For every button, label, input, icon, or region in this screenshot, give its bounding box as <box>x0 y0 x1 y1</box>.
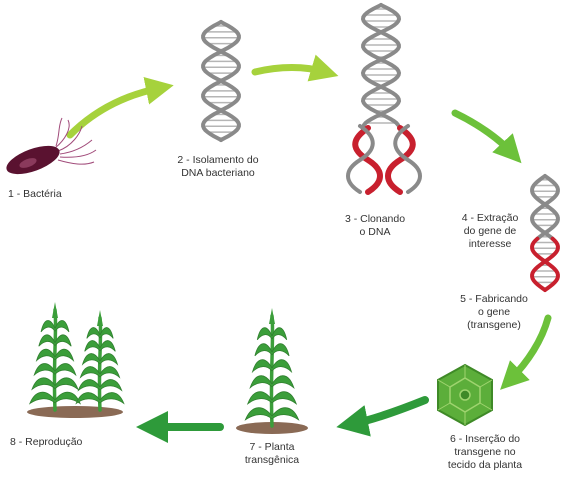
dna-strand <box>360 3 402 127</box>
plant-tip <box>97 310 103 326</box>
plant-leaf <box>77 379 101 392</box>
dna-helix-isolated <box>201 20 241 142</box>
step-2-label: 2 - Isolamento do DNA bacteriano <box>177 154 259 179</box>
plant-leaf <box>79 366 101 379</box>
dna-strand <box>201 20 241 142</box>
plant-leaf <box>271 407 300 421</box>
plant-leaf <box>54 348 75 362</box>
soil-transgenic <box>236 422 308 434</box>
plant-icon <box>244 308 300 428</box>
plant-leaf <box>54 320 70 333</box>
plant-leaf <box>249 375 273 390</box>
dna-strand <box>530 174 560 241</box>
dna-helix-gene-extraction <box>530 174 560 292</box>
gene-segment <box>530 236 560 292</box>
arrow-5-to-6 <box>500 314 552 390</box>
plant-icon <box>28 302 82 412</box>
plant-icon <box>75 310 125 412</box>
plant-leaf <box>35 348 56 362</box>
plant-leaf <box>99 327 114 339</box>
plant-leaf <box>99 340 116 352</box>
plant-leaf <box>28 391 56 405</box>
plant-leaf <box>54 377 79 391</box>
plant-leaf <box>54 391 82 405</box>
dna-strand <box>530 174 560 241</box>
step-5-label: 5 - Fabricando o gene (transgene) <box>460 293 528 331</box>
dna-strand <box>360 3 402 127</box>
bacterium-icon <box>6 117 97 175</box>
plant-leaf <box>251 359 273 374</box>
step-8-label: 8 - Reprodução <box>10 436 83 448</box>
arrow-1-to-2 <box>66 77 174 139</box>
plant-leaf <box>271 375 295 390</box>
plant-leaf <box>81 353 101 366</box>
plant-leaf <box>246 391 273 405</box>
plant-leaf <box>86 327 101 339</box>
plant-leaf <box>84 340 101 352</box>
plant-leaf <box>54 334 72 347</box>
plant-leaf <box>99 379 123 392</box>
plant-leaf <box>99 353 119 366</box>
plant-leaf <box>75 392 101 405</box>
arrows <box>66 54 552 443</box>
plant-leaf <box>31 377 56 391</box>
step-6-label: 6 - Inserção do transgene no tecido da p… <box>447 433 523 471</box>
dna-helix-cloning <box>360 3 402 127</box>
plant-tip <box>269 308 275 324</box>
plant-leaf <box>38 334 56 347</box>
plant-leaf <box>244 407 273 421</box>
arrow-3-to-4 <box>451 109 522 164</box>
step-7-label: 7 - Planta transgênica <box>244 441 300 466</box>
step-3-label: 3 - Clonando o DNA <box>344 213 406 238</box>
step-1-label: 1 - Bactéria <box>8 188 62 200</box>
arrow-6-to-7 <box>336 396 429 437</box>
arrow-2-to-3 <box>251 54 339 82</box>
gene-segment <box>530 236 560 292</box>
plant-leaf <box>99 366 121 379</box>
step-4-label: 4 - Extração do gene de interesse <box>461 212 519 250</box>
plant-leaf <box>271 327 288 341</box>
plant-leaf <box>33 363 56 377</box>
plant-leaf <box>271 391 298 405</box>
plant-leaf <box>99 392 125 405</box>
plant-leaf <box>271 343 290 357</box>
plant-leaf <box>54 363 77 377</box>
plant-tip <box>52 302 58 318</box>
plant-tissue-icon <box>437 363 493 427</box>
plant-leaf <box>271 359 293 374</box>
plant-leaf <box>256 327 273 341</box>
plant-leaf <box>254 343 273 357</box>
cloned-dna-red-strands <box>346 124 422 195</box>
plant-leaf <box>40 320 56 333</box>
soil-reproduction <box>27 406 123 418</box>
